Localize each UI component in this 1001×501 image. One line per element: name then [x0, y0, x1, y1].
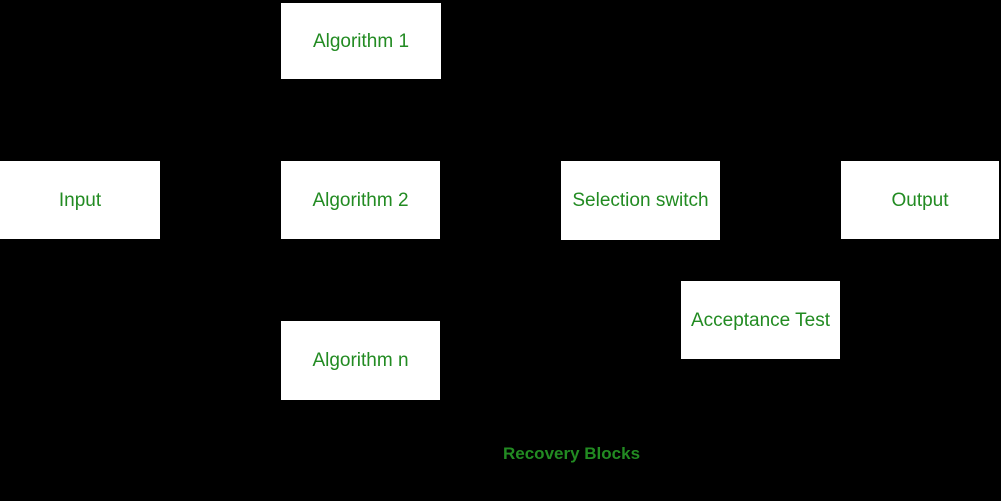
node-acceptance-test: Acceptance Test: [681, 281, 840, 359]
node-algorithm-n-label: Algorithm n: [312, 350, 409, 371]
node-algorithm-2: Algorithm 2: [281, 161, 440, 239]
node-input-label: Input: [58, 189, 102, 211]
node-acceptance-test-label: Acceptance Test: [690, 309, 831, 331]
node-output-label: Output: [891, 189, 949, 211]
node-algorithm-1: Algorithm 1: [281, 3, 441, 79]
node-input: Input: [0, 161, 160, 239]
node-selection-switch: Selection switch: [561, 161, 720, 240]
node-output: Output: [841, 161, 999, 239]
diagram-caption: Recovery Blocks: [503, 444, 641, 463]
node-algorithm-2-label: Algorithm 2: [312, 189, 409, 211]
node-algorithm-n: Algorithm n: [281, 321, 440, 400]
node-algorithm-1-label: Algorithm 1: [312, 30, 410, 52]
node-selection-switch-label: Selection switch: [572, 190, 709, 211]
